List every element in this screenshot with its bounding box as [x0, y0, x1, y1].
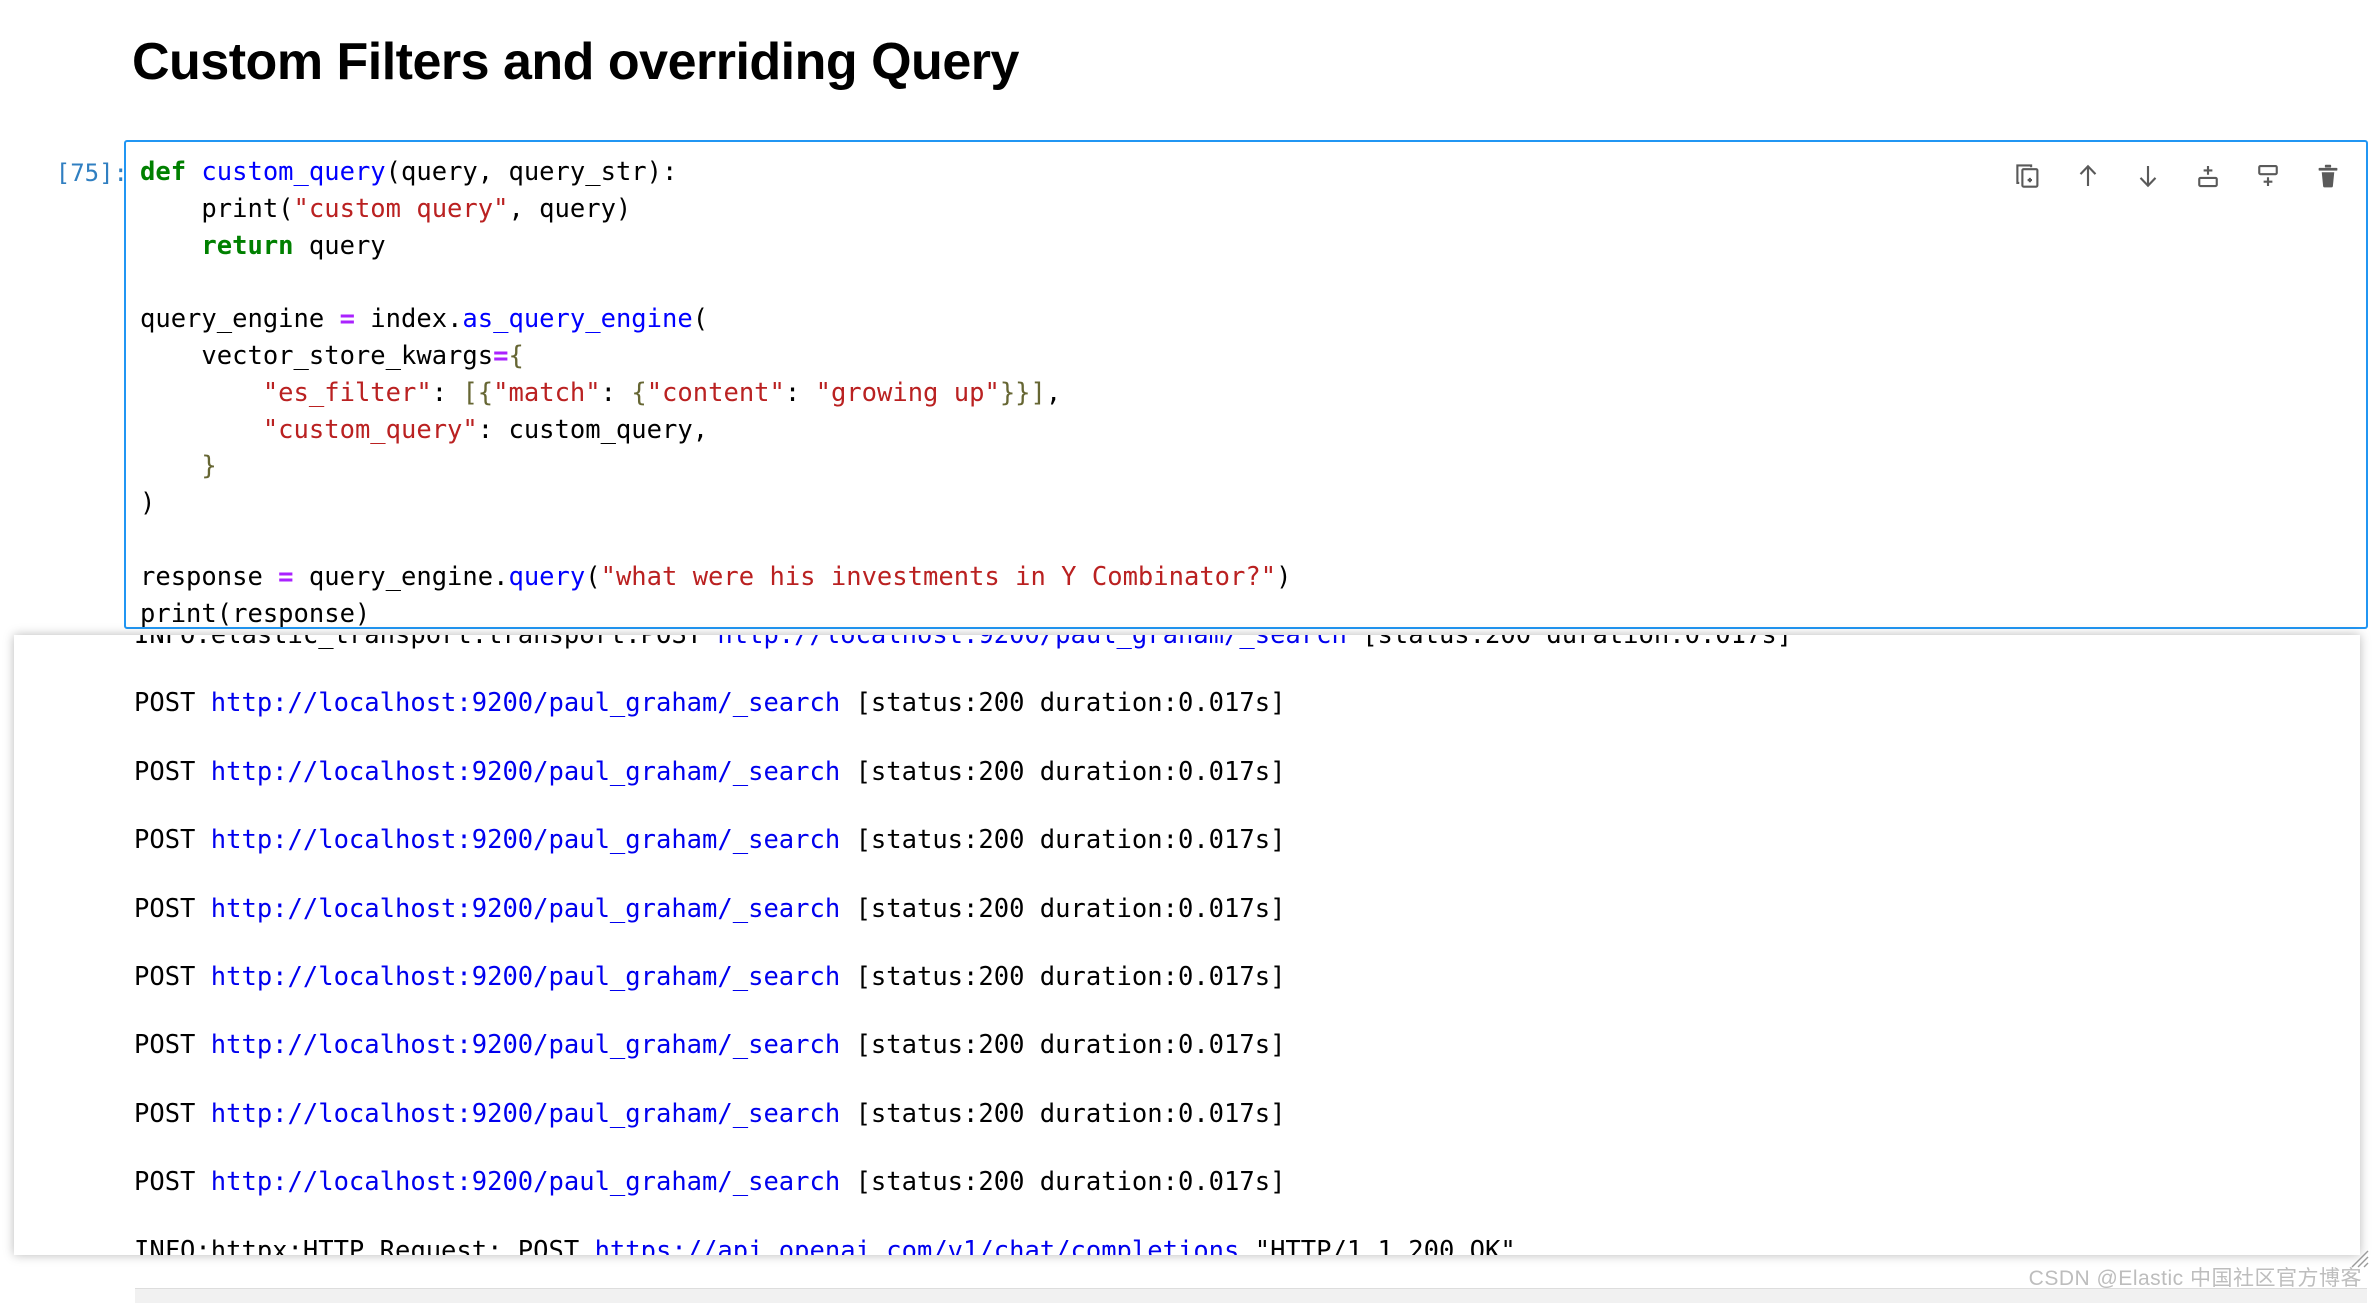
output-line: POST http://localhost:9200/paul_graham/_… — [134, 688, 1286, 719]
cell-toolbar — [2008, 156, 2348, 196]
output-line: POST http://localhost:9200/paul_graham/_… — [134, 962, 1286, 993]
code-source: def custom_query(query, query_str): prin… — [140, 154, 2366, 629]
cell-execution-prompt: [75]: — [55, 159, 128, 187]
horizontal-scrollbar[interactable] — [135, 1288, 2367, 1303]
output-line: INFO:httpx:HTTP Request: POST https://ap… — [134, 1235, 1516, 1255]
python-source[interactable]: def custom_query(query, query_str): prin… — [140, 157, 1292, 629]
output-line: POST http://localhost:9200/paul_graham/_… — [134, 893, 1286, 924]
insert-cell-below-icon[interactable] — [2248, 156, 2288, 196]
output-line-clipped: INFO:elastic_transport.transport:POST ht… — [134, 635, 1793, 650]
move-cell-up-icon[interactable] — [2068, 156, 2108, 196]
resize-handle-icon[interactable] — [2348, 1247, 2370, 1269]
csdn-watermark: CSDN @Elastic 中国社区官方博客 — [2028, 1267, 2362, 1290]
code-editor[interactable]: def custom_query(query, query_str): prin… — [124, 140, 2368, 629]
output-stream-text: INFO:elastic_transport.transport:POST ht… — [134, 635, 1792, 1255]
notebook-code-cell: [75]: — [0, 140, 2374, 640]
output-line: POST http://localhost:9200/paul_graham/_… — [134, 1167, 1286, 1198]
cell-output-area[interactable]: INFO:elastic_transport.transport:POST ht… — [14, 635, 2360, 1255]
duplicate-cell-icon[interactable] — [2008, 156, 2048, 196]
output-line: POST http://localhost:9200/paul_graham/_… — [134, 756, 1286, 787]
output-line: POST http://localhost:9200/paul_graham/_… — [134, 1030, 1286, 1061]
output-line: POST http://localhost:9200/paul_graham/_… — [134, 825, 1286, 856]
page-title: Custom Filters and overriding Query — [132, 33, 1019, 91]
output-scroll-region[interactable]: INFO:elastic_transport.transport:POST ht… — [14, 635, 2360, 1255]
delete-cell-icon[interactable] — [2308, 156, 2348, 196]
move-cell-down-icon[interactable] — [2128, 156, 2168, 196]
insert-cell-above-icon[interactable] — [2188, 156, 2228, 196]
output-line: POST http://localhost:9200/paul_graham/_… — [134, 1098, 1286, 1129]
